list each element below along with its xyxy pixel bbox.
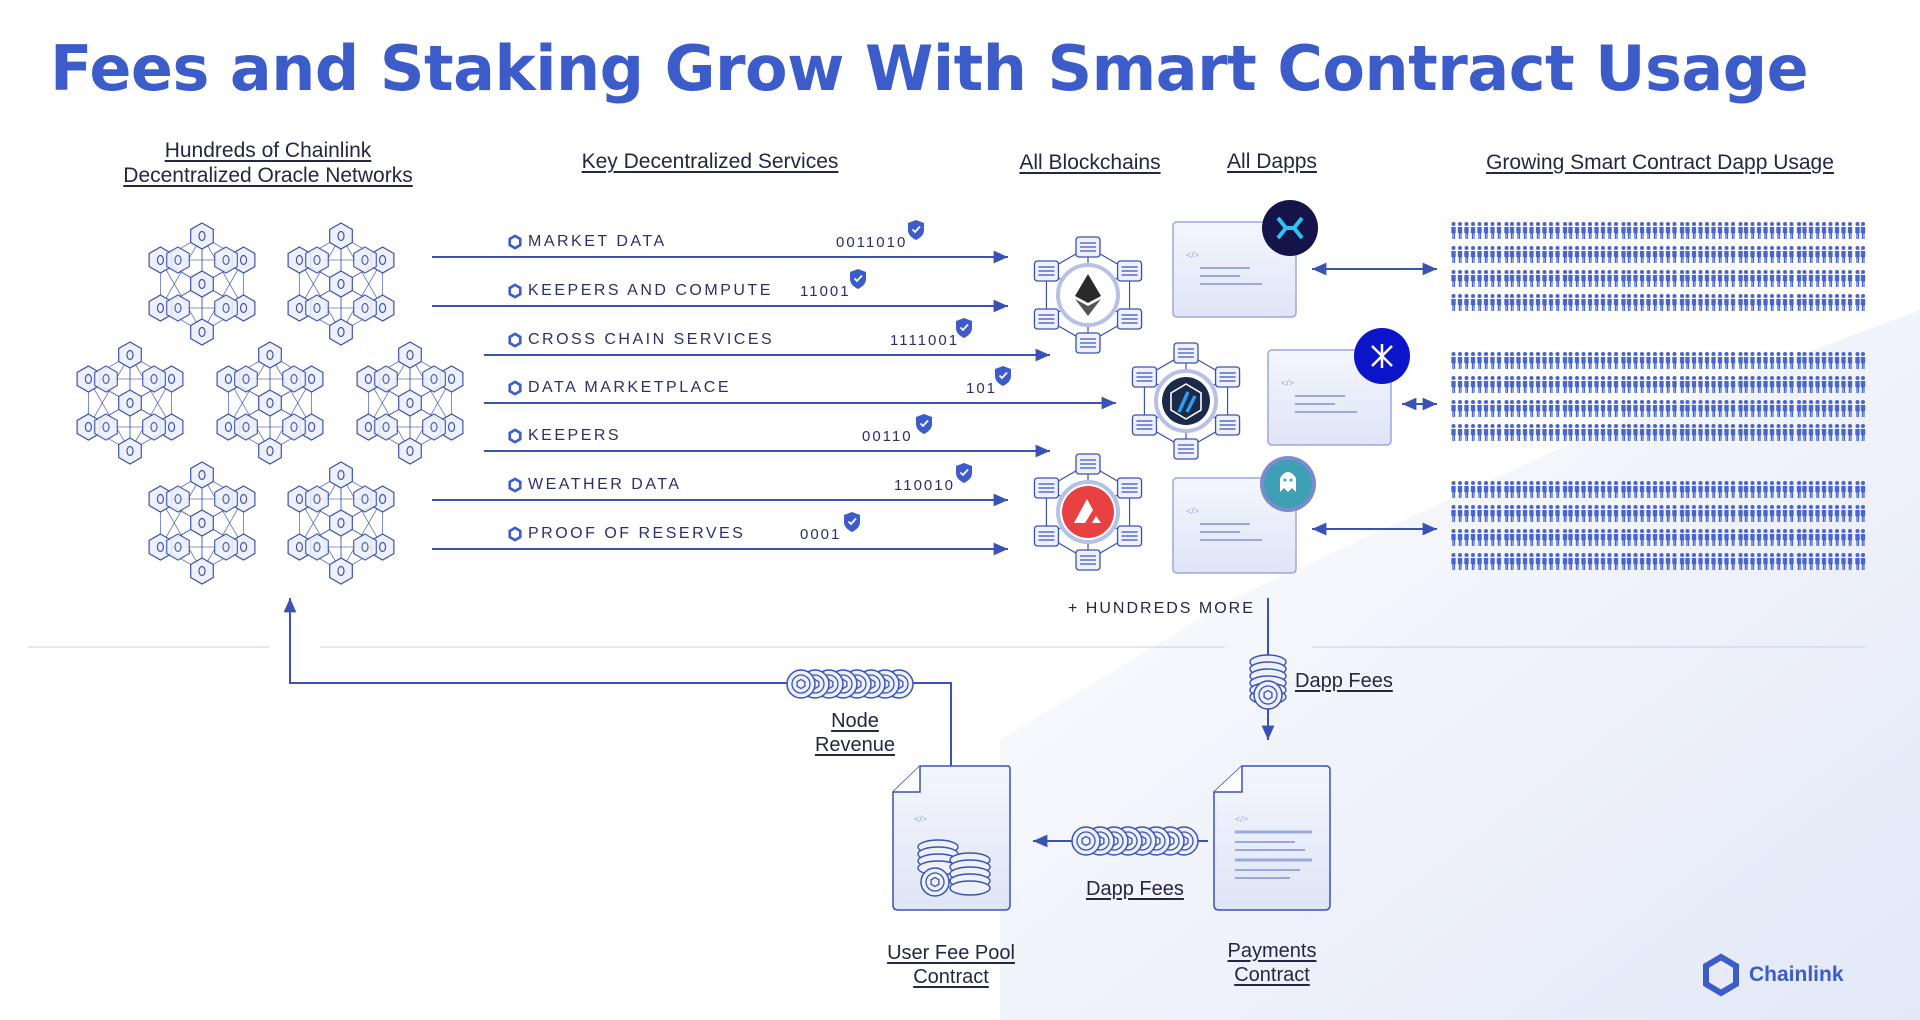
header-oracle-line1: Hundreds of Chainlink (164, 139, 372, 162)
synthetix-icon (1276, 216, 1304, 240)
page-title: Fees and Staking Grow With Smart Contrac… (50, 32, 1809, 105)
svg-text:</>: </> (1186, 250, 1199, 260)
svg-text:</>: </> (914, 814, 927, 824)
oracle-network-1 (148, 222, 256, 346)
service-name: PROOF OF RESERVES (528, 525, 746, 542)
chainlink-hex-icon (508, 332, 522, 348)
header-services: Key Decentralized Services (581, 150, 839, 173)
service-label-1: MARKET DATA (508, 233, 667, 251)
chainlink-hex-icon (508, 428, 522, 444)
chainlink-brand: Chainlink (1703, 953, 1844, 997)
dapp-fees-coin-stack (1249, 654, 1287, 710)
service-binary-code: 0001 (800, 526, 842, 543)
service-binary-code: 11001 (800, 283, 851, 300)
header-oracle-networks: Hundreds of Chainlink Decentralized Orac… (118, 138, 418, 188)
oracle-network-7 (287, 461, 395, 585)
header-oracle-line2: Decentralized Oracle Networks (123, 164, 413, 187)
service-label-2: KEEPERS AND COMPUTE (508, 282, 773, 300)
dapp-fees-top-label: Dapp Fees (1295, 670, 1393, 692)
node-revenue-coins (786, 669, 914, 699)
service-name: KEEPERS AND COMPUTE (528, 282, 773, 299)
service-label-6: WEATHER DATA (508, 476, 682, 494)
user-fee-pool-doc: </> (892, 765, 1011, 911)
user-fee-pool-line1: User Fee Pool (887, 942, 1015, 964)
oracle-network-3 (76, 341, 184, 465)
user-crowds (1451, 222, 1866, 570)
dapp-card-2: </> (1267, 328, 1410, 446)
service-name: CROSS CHAIN SERVICES (528, 331, 775, 348)
service-binary-code: 101 (966, 380, 998, 397)
service-name: DATA MARKETPLACE (528, 379, 731, 396)
blockchain-nodes (1033, 236, 1241, 571)
oracle-networks-cluster (76, 222, 464, 585)
verified-shield-icon (915, 413, 933, 435)
node-revenue-arrow (283, 598, 952, 772)
dapp-fees-bottom-label: Dapp Fees (1086, 878, 1184, 900)
user-fee-pool-line2: Contract (913, 966, 989, 988)
aave-ghost-icon (1280, 472, 1296, 492)
header-blockchains: All Blockchains (1019, 151, 1161, 174)
arbitrum-node (1131, 342, 1241, 460)
ethereum-node (1033, 236, 1143, 354)
verified-shield-icon (907, 219, 925, 241)
svg-text:</>: </> (1235, 814, 1248, 824)
verified-shield-icon (849, 268, 867, 290)
payments-contract-label: Payments Contract (1202, 939, 1342, 987)
avalanche-node (1033, 453, 1143, 571)
service-binary-code: 110010 (894, 477, 955, 494)
chainlink-hex-icon (508, 477, 522, 493)
arbitrum-icon (1162, 377, 1210, 425)
header-usage: Growing Smart Contract Dapp Usage (1486, 151, 1834, 174)
dapp-card-3: </> (1172, 456, 1316, 574)
payments-contract-line1: Payments (1227, 940, 1317, 962)
brand-name: Chainlink (1749, 963, 1844, 986)
verified-shield-icon (843, 511, 861, 533)
service-label-7: PROOF OF RESERVES (508, 525, 745, 543)
service-name: MARKET DATA (528, 233, 667, 250)
oracle-network-4 (216, 341, 324, 465)
ethereum-icon (1075, 274, 1101, 303)
service-binary-code: 0011010 (836, 234, 908, 251)
chainlink-hex-icon (508, 283, 522, 299)
svg-text:</>: </> (1186, 506, 1199, 516)
chainlink-hex-icon (508, 380, 522, 396)
node-revenue-label: Node Revenue (795, 709, 915, 757)
oracle-network-2 (287, 222, 395, 346)
dapp-fees-coins (1071, 826, 1199, 856)
chainlink-logo-icon (1703, 953, 1739, 997)
chainlink-hex-icon (508, 234, 522, 250)
dapp-card-1: </> (1172, 200, 1318, 318)
verified-shield-icon (955, 462, 973, 484)
verified-shield-icon (994, 365, 1012, 387)
service-name: WEATHER DATA (528, 476, 682, 493)
chainlink-hex-icon (508, 526, 522, 542)
service-name: KEEPERS (528, 427, 622, 444)
user-crowd-2 (1451, 352, 1866, 441)
payments-contract-doc: </> (1213, 765, 1331, 911)
service-binary-code: 00110 (862, 428, 913, 445)
service-arrows (432, 219, 1116, 556)
service-label-4: DATA MARKETPLACE (508, 379, 731, 397)
header-dapps: All Dapps (1227, 150, 1317, 173)
kyber-icon (1371, 344, 1393, 368)
user-fee-pool-label: User Fee Pool Contract (871, 941, 1031, 989)
service-label-5: KEEPERS (508, 427, 621, 445)
node-revenue-line2: Revenue (814, 734, 896, 756)
user-crowd-1 (1451, 222, 1866, 311)
oracle-network-6 (148, 461, 256, 585)
user-crowd-3 (1451, 481, 1866, 570)
service-label-3: CROSS CHAIN SERVICES (508, 331, 774, 349)
payments-contract-line2: Contract (1234, 964, 1310, 986)
service-binary-code: 1111001 (890, 332, 960, 349)
oracle-network-5 (356, 341, 464, 465)
node-revenue-line1: Node (831, 710, 879, 732)
hundreds-more-label: + HUNDREDS MORE (1068, 600, 1255, 617)
svg-text:</>: </> (1281, 378, 1294, 388)
